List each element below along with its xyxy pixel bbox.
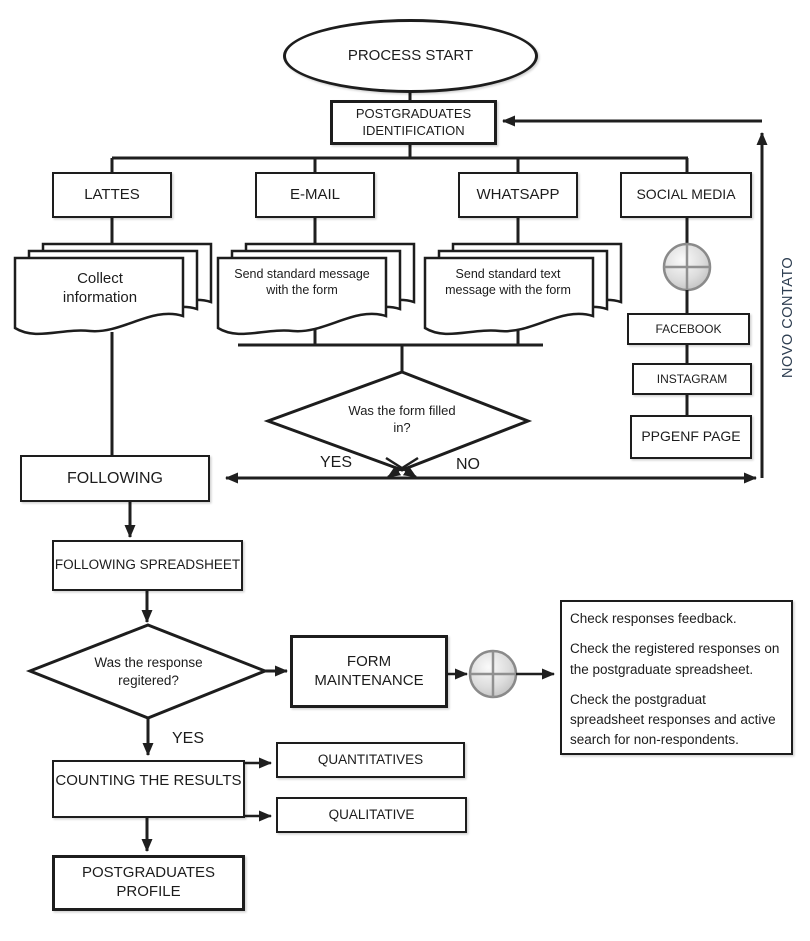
node-counting-results: COUNTING THE RESULTS (52, 760, 245, 818)
node-label: QUALITATIVE (328, 806, 415, 822)
document-stack-email-message (216, 242, 416, 336)
node-label: WHATSAPP (476, 185, 560, 203)
decision-form-filled (263, 370, 533, 472)
decision-label-response-registered: Was the response regitered? (94, 655, 203, 688)
document-page (13, 256, 185, 336)
node-quantitatives: QUANTITATIVES (276, 742, 465, 778)
node-label: FORM MAINTENANCE (314, 652, 424, 689)
document-stack-collect-information (13, 242, 213, 336)
node-postgraduates-profile: POSTGRADUATES PROFILE (52, 855, 245, 911)
node-label: QUANTITATIVES (317, 751, 424, 767)
node-label: FACEBOOK (655, 321, 722, 336)
node-label: PPGENF PAGE (641, 428, 741, 445)
document-stack-whatsapp-message (423, 242, 623, 336)
note-check-responses: Check responses feedback. Check the regi… (560, 600, 793, 755)
node-label: POSTGRADUATES PROFILE (81, 864, 216, 900)
document-page (423, 256, 595, 336)
document-label-send-standard-text: Send standard text message with the form (445, 266, 571, 297)
node-facebook: FACEBOOK (627, 313, 750, 345)
node-label: E-MAIL (289, 185, 340, 203)
label-yes-2: YES (171, 730, 204, 748)
node-label: SOCIAL MEDIA (636, 186, 736, 203)
node-label: LATTES (84, 185, 140, 203)
node-label: INSTAGRAM (656, 371, 728, 386)
node-process-start: PROCESS START (283, 19, 538, 93)
label-no-1: NO (456, 456, 480, 474)
node-qualitative: QUALITATIVE (276, 797, 467, 833)
node-form-maintenance: FORM MAINTENANCE (290, 635, 448, 708)
node-email: E-MAIL (255, 172, 375, 218)
node-label: POSTGRADUATES IDENTIFICATION (355, 106, 472, 138)
document-label-send-standard-message: Send standard message with the form (234, 266, 370, 297)
node-social-media: SOCIAL MEDIA (620, 172, 752, 218)
note-paragraph: Check the postgraduat spreadsheet respon… (570, 691, 776, 748)
node-lattes: LATTES (52, 172, 172, 218)
document-label-collect-information: Collect information (62, 269, 138, 307)
no-branch-arrow (385, 456, 417, 479)
node-label: PROCESS START (347, 46, 474, 64)
node-instagram: INSTAGRAM (632, 363, 752, 395)
node-following-spreadsheet: FOLLOWING SPREADSHEET (52, 540, 243, 591)
node-label: FOLLOWING (66, 469, 163, 487)
node-label: FOLLOWING SPREADSHEET (54, 557, 241, 573)
note-paragraph: Check responses feedback. (570, 611, 737, 626)
node-label: COUNTING THE RESULTS (55, 772, 242, 789)
label-novo-contato: NOVO CONTATO (780, 256, 796, 378)
node-whatsapp: WHATSAPP (458, 172, 578, 218)
node-postgraduates-identification: POSTGRADUATES IDENTIFICATION (330, 100, 497, 145)
note-paragraph: Check the registered responses on the po… (570, 641, 780, 677)
node-following: FOLLOWING (20, 455, 210, 502)
document-page (216, 256, 388, 336)
decision-label-form-filled: Was the form filled in? (348, 403, 456, 435)
node-ppgenf-page: PPGENF PAGE (630, 415, 752, 459)
label-yes-1: YES (319, 454, 352, 472)
